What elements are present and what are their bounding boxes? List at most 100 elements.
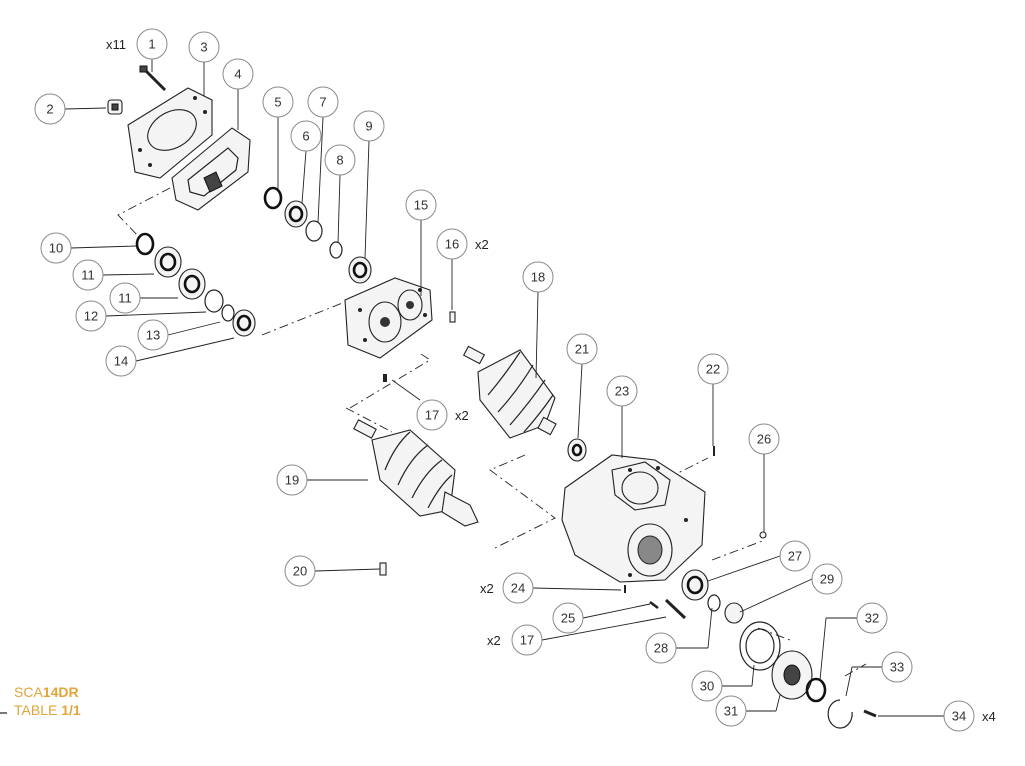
svg-text:5: 5: [274, 95, 281, 110]
circlip-part-13: [221, 304, 235, 322]
svg-text:20: 20: [293, 564, 307, 579]
svg-text:14: 14: [114, 354, 128, 369]
svg-text:22: 22: [706, 362, 720, 377]
svg-text:12: 12: [84, 309, 98, 324]
svg-text:4: 4: [234, 67, 241, 82]
screw-part-1: [139, 65, 167, 92]
callout-4: 4: [222, 58, 254, 90]
bearing-part-6: [284, 200, 308, 228]
callout-11a: 11: [72, 259, 104, 291]
bearing-part-11a: [154, 246, 182, 278]
title-block: SCA14DR TABLE 1/1: [14, 683, 81, 719]
circlip-part-33: [827, 699, 853, 729]
bearing-part-27: [681, 569, 709, 601]
callout-30: 30: [691, 670, 723, 702]
spacer-part-29: [724, 602, 744, 624]
screw-part-26: [759, 531, 767, 539]
callout-33: 33: [881, 651, 913, 683]
callout-14: 14: [105, 345, 137, 377]
callout-28: 28: [645, 632, 677, 664]
svg-text:19: 19: [285, 473, 299, 488]
callout-20: 20: [284, 555, 316, 587]
svg-text:18: 18: [531, 270, 545, 285]
svg-text:7: 7: [319, 95, 326, 110]
qty-label-17a: x2: [455, 408, 469, 423]
svg-text:26: 26: [757, 432, 771, 447]
callout-13: 13: [137, 319, 169, 351]
seal-part-32: [805, 677, 827, 703]
bearing-part-11b: [178, 268, 206, 300]
pin-part-17a: [383, 374, 387, 382]
callout-24: 24: [502, 572, 534, 604]
svg-text:6: 6: [302, 129, 309, 144]
svg-text:3: 3: [200, 40, 207, 55]
svg-text:2: 2: [46, 102, 53, 117]
callout-3: 3: [188, 31, 220, 63]
svg-text:11: 11: [118, 291, 132, 306]
svg-text:10: 10: [49, 241, 63, 256]
svg-text:34: 34: [952, 709, 966, 724]
parts: [107, 65, 877, 729]
leader-lines: [64, 59, 944, 717]
callout-12: 12: [75, 300, 107, 332]
screw-part-34: [863, 709, 877, 718]
female-rotor-part-19: [353, 419, 479, 527]
callout-27: 27: [779, 540, 811, 572]
svg-text:28: 28: [654, 641, 668, 656]
callout-19: 19: [276, 464, 308, 496]
cover-plate-part-31: [771, 650, 813, 700]
callout-17a: 17: [416, 399, 448, 431]
svg-text:8: 8: [336, 153, 343, 168]
bearing-part-14: [232, 309, 256, 337]
svg-text:30: 30: [700, 679, 714, 694]
ring-part-12: [204, 289, 224, 313]
svg-text:16: 16: [445, 237, 459, 252]
svg-text:23: 23: [615, 384, 629, 399]
quantity-labels: x11 x2 x2 x2 x2 x4: [106, 37, 996, 724]
circlip-part-8: [329, 241, 343, 259]
callout-34: 34: [943, 700, 975, 732]
callout-8: 8: [324, 144, 356, 176]
table-number: TABLE 1/1: [14, 702, 81, 718]
svg-text:9: 9: [365, 119, 372, 134]
qty-label-17b: x2: [487, 633, 501, 648]
callout-15: 15: [405, 189, 437, 221]
qty-label-24: x2: [480, 581, 494, 596]
seal-part-5: [263, 186, 283, 210]
pin-part-20: [379, 562, 387, 576]
callout-29: 29: [811, 563, 843, 595]
svg-text:15: 15: [414, 198, 428, 213]
callout-17b: 17: [511, 624, 543, 656]
svg-text:29: 29: [820, 572, 834, 587]
qty-label-34: x4: [982, 709, 996, 724]
plug-part-2: [107, 99, 123, 115]
svg-text:17: 17: [425, 408, 439, 423]
qty-label-16: x2: [475, 237, 489, 252]
male-rotor-part-18: [462, 345, 557, 439]
callout-23: 23: [606, 375, 638, 407]
o-ring-part-7: [305, 220, 323, 242]
callout-25: 25: [552, 602, 584, 634]
end-cover-part-3: [127, 87, 213, 179]
bearing-part-9: [348, 256, 372, 284]
svg-text:32: 32: [865, 611, 879, 626]
svg-text:11: 11: [81, 268, 95, 283]
svg-text:24: 24: [511, 581, 525, 596]
pin-part-25: [649, 601, 659, 609]
svg-text:31: 31: [724, 704, 738, 719]
title-rule: [0, 712, 7, 714]
svg-text:13: 13: [146, 328, 160, 343]
callouts: 1 2 3 4 5 6 7 8 9 10 11 11 12 13 14 15 1…: [34, 28, 975, 732]
callout-22: 22: [697, 353, 729, 385]
svg-text:25: 25: [561, 611, 575, 626]
callout-6: 6: [290, 120, 322, 152]
seal-part-10: [135, 232, 155, 256]
callout-5: 5: [262, 86, 294, 118]
model-code: SCA14DR: [14, 684, 79, 700]
svg-text:17: 17: [520, 633, 534, 648]
gasket-part-4: [171, 127, 251, 211]
callout-1: 1: [136, 28, 168, 60]
main-housing-part-23: [561, 454, 706, 583]
svg-text:33: 33: [890, 660, 904, 675]
